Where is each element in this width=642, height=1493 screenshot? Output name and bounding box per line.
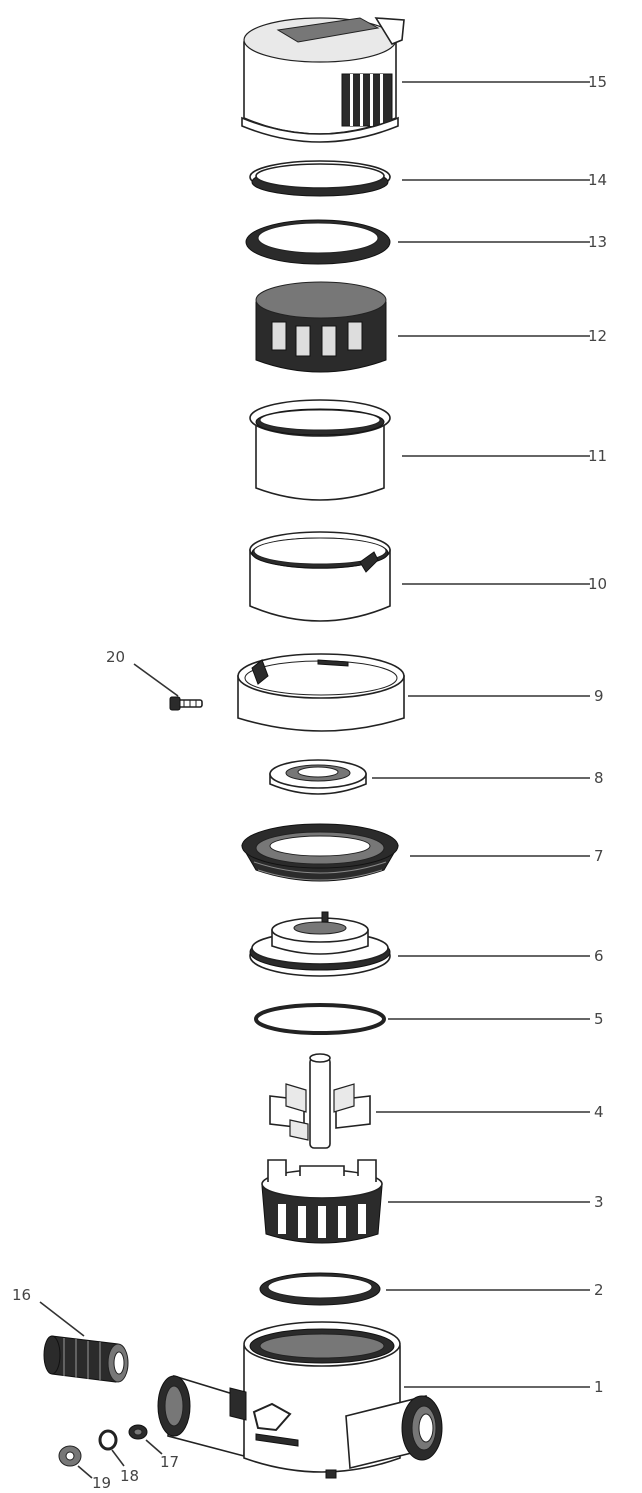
part-8-ring [269,759,367,795]
callout-2: 2 [594,1281,604,1299]
callout-5: 5 [594,1010,604,1028]
callout-11: 11 [588,447,607,465]
callout-10: 10 [588,575,607,593]
part-19-nut [58,1445,82,1467]
part-15-top-cover [241,17,405,143]
callout-4: 4 [594,1103,604,1121]
leader-line-18 [111,1449,125,1467]
callout-8: 8 [594,769,604,787]
part-4-impeller [269,1053,371,1149]
part-18-washer [98,1429,118,1451]
part-3-chamber [261,1159,383,1244]
callout-13: 13 [588,233,607,251]
part-10-sleeve [249,531,391,622]
leader-line-20 [133,663,179,697]
callout-18: 18 [120,1467,139,1485]
callout-9: 9 [594,687,604,705]
callout-15: 15 [588,73,607,91]
part-17-grommet [128,1424,148,1440]
part-2-seal-ring [259,1272,381,1306]
callout-1: 1 [594,1378,604,1396]
part-14-ring [249,160,391,197]
part-1-meter-body [157,1321,443,1479]
leader-line-17 [145,1439,163,1455]
leader-line-16 [39,1301,85,1337]
part-13-gasket [245,219,391,265]
callout-20: 20 [106,648,125,666]
part-11-cup [249,399,391,501]
callout-3: 3 [594,1193,604,1211]
callout-6: 6 [594,947,604,965]
callout-17: 17 [160,1453,179,1471]
part-16-strainer [43,1335,129,1383]
part-5-o-ring [254,1003,386,1035]
part-20-screw [169,696,203,711]
callout-14: 14 [588,171,607,189]
callout-16: 16 [12,1286,31,1304]
callout-19: 19 [92,1474,111,1492]
callout-12: 12 [588,327,607,345]
part-7-threaded-ring [241,823,399,882]
callout-7: 7 [594,847,604,865]
leader-line-19 [77,1465,93,1479]
part-12-mechanism [255,281,387,373]
part-9-ring [237,653,405,732]
part-6-plate [249,911,391,977]
